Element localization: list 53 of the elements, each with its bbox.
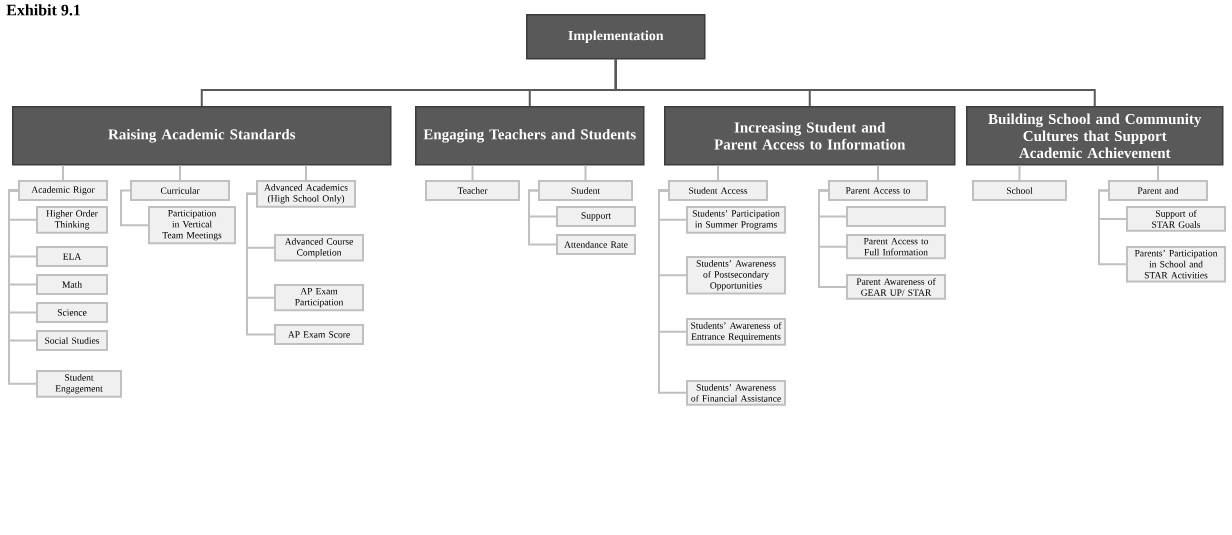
indicator-box: Participation in Vertical Team Meetings [148,206,236,245]
indicator-box: Students’ Awareness of Financial Assistance [686,380,786,406]
indicator-box: Curricular [130,180,230,201]
indicator-box: Social Studies [36,330,108,351]
connector [658,189,687,394]
indicator-box: Advanced Course Completion [274,234,364,262]
connector [1098,189,1127,266]
category-box: Engaging Teachers and Students [415,106,645,166]
indicator-box: ELA [36,246,108,267]
connector [877,164,879,181]
indicator-box: Students’ Awareness of Entrance Requirements [686,318,786,346]
category-box: Increasing Student and Parent Access to Information [664,106,956,166]
indicator-box: Higher Order Thinking [36,206,108,234]
connector [246,192,275,336]
connector [179,164,181,181]
connector [471,164,474,181]
indicator-box: Parent Access to [828,180,928,201]
connector [1157,164,1159,181]
indicator-box: Parent Access to Full Information [846,234,946,260]
indicator-box: Student Access [668,180,768,201]
indicator-box: Advanced Academics (High School Only) [256,180,356,208]
connector [305,164,307,181]
connector [1018,164,1021,181]
indicator-box [846,206,946,227]
indicator-box: Academic Rigor [18,180,108,201]
connector [62,164,64,181]
indicator-box: School [972,180,1067,201]
connector [818,189,847,288]
connector [614,58,1096,107]
indicator-box: Students’ Awareness of Postsecondary Opportunities [686,256,786,295]
title: Exhibit 9.1 [6,4,81,16]
indicator-box: Students’ Participation in Summer Programs [686,206,786,234]
connector [528,189,557,246]
indicator-box: Parent Awareness of GEAR UP/ STAR [846,274,946,300]
category-box: Raising Academic Standards [12,106,392,166]
indicator-box: Parent and [1108,180,1208,201]
indicator-box: AP Exam Participation [274,284,364,312]
connector [717,164,719,181]
category-box: Building School and Community Cultures that Support Academic Achievement [966,106,1224,166]
connector [584,164,587,181]
connector [8,189,37,385]
indicator-box: Support of STAR Goals [1126,206,1226,232]
indicator-box: Attendance Rate [556,234,636,255]
indicator-box: AP Exam Score [274,324,364,345]
top-box: Implementation [526,14,706,60]
indicator-box: Student [538,180,633,201]
indicator-box: Math [36,274,108,295]
indicator-box: Support [556,206,636,227]
indicator-box: Parents’ Participation in School and STAR Activities [1126,246,1226,283]
indicator-box: Science [36,302,108,323]
indicator-box: Teacher [425,180,520,201]
indicator-box: Student Engagement [36,370,122,398]
connector [120,189,149,227]
